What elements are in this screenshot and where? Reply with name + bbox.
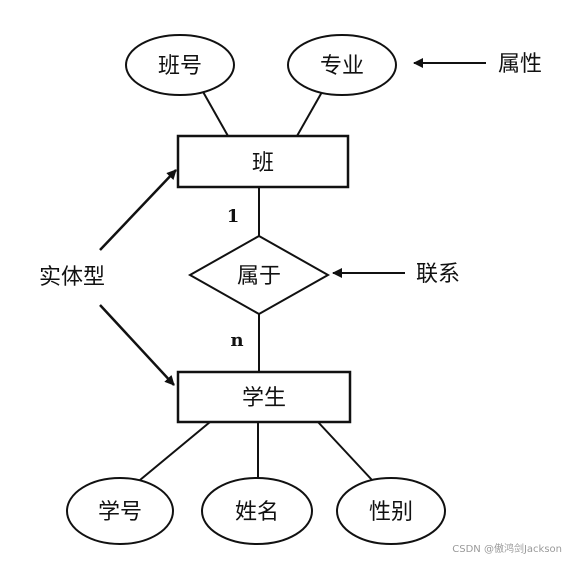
attribute-label: 班号 [158,54,202,79]
relationship-diamond [187,234,331,316]
attribute-label: 学号 [98,500,142,525]
attribute-ellipse [336,477,446,545]
attribute-ellipse [201,477,313,545]
watermark-label: CSDN @傲鸿剑Jackson [452,544,562,555]
connector-student-gender [317,421,373,481]
annotation-label: 实体型 [39,265,105,290]
attribute-label: 专业 [320,54,364,79]
entity-label: 班 [252,151,274,176]
attribute-ellipse [125,34,235,96]
attribute-student-id: 学号 [66,477,174,545]
attribute-student-gender: 性别 [336,477,446,545]
annotation-attribute: 属性 [413,52,542,77]
attribute-ellipse [287,34,397,96]
annotation-label: 联系 [416,262,460,287]
cardinality-one: 1 [227,206,240,227]
arrow-to-entity-student [99,304,175,386]
cardinality-many: n [230,330,243,351]
annotation-relationship: 联系 [332,262,460,287]
attribute-label: 姓名 [235,500,279,525]
attribute-student-name: 姓名 [201,477,313,545]
attribute-label: 性别 [369,500,413,525]
attribute-ellipse [66,477,174,545]
attribute-class-no: 班号 [125,34,235,96]
arrow-to-entity-class [99,169,177,251]
connector-class-no [201,89,229,137]
annotation-entity-type: 实体型 [39,169,177,386]
entity-student: 学生 [176,370,352,424]
entity-class: 班 [176,134,350,189]
annotation-label: 属性 [498,52,542,77]
relationship-label: 属于 [237,264,281,289]
attribute-class-major: 专业 [287,34,397,96]
entity-box [176,370,352,424]
connector-student-id [139,421,211,481]
relationship-belongs-to: 属于 [187,234,331,316]
entity-box [176,134,350,189]
connector-class-major [296,91,323,137]
entity-label: 学生 [242,386,286,411]
